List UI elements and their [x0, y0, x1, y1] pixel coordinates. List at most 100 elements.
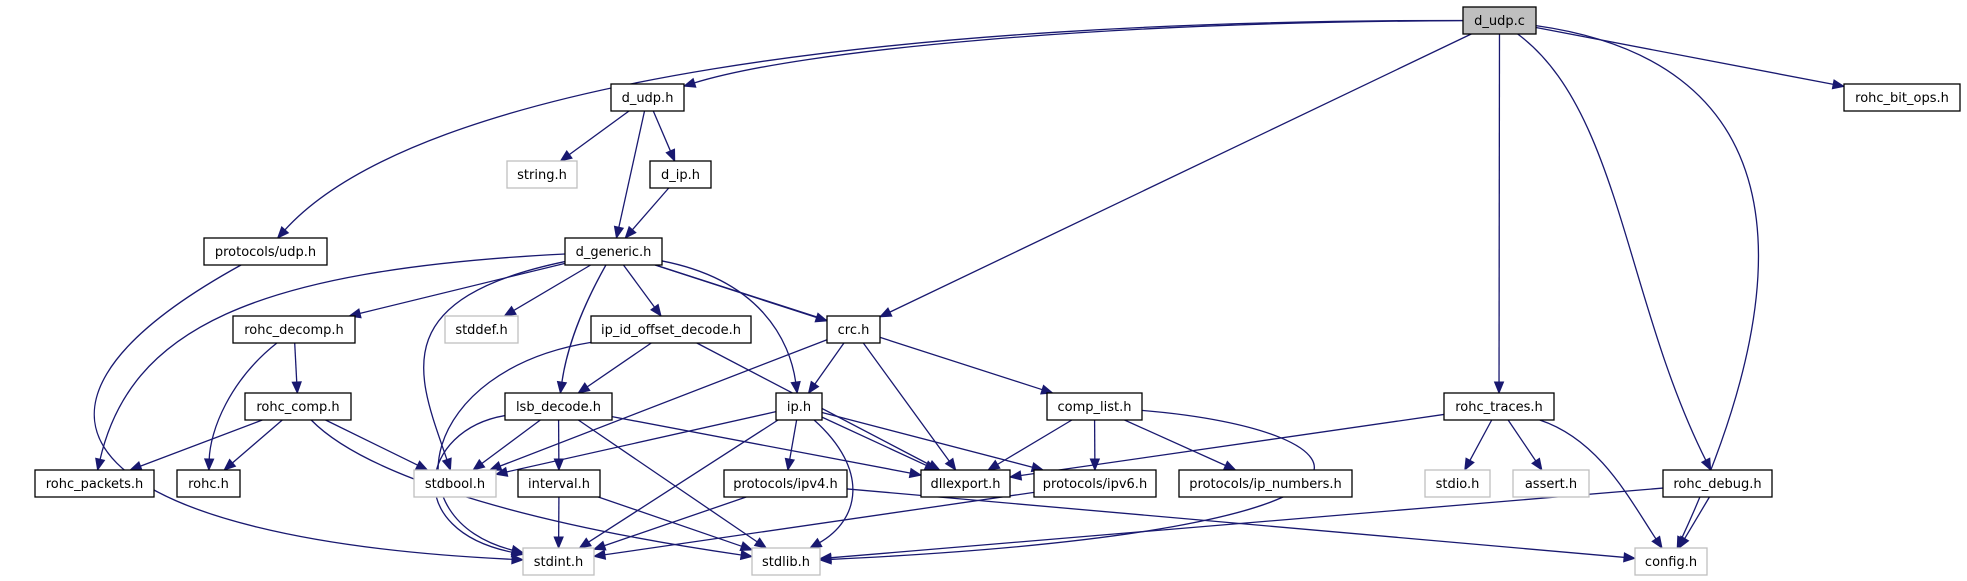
- node-box: [1512, 469, 1590, 498]
- node-rohc-traces-h[interactable]: rohc_traces.h: [1443, 392, 1555, 421]
- node-d-generic-h[interactable]: d_generic.h: [564, 237, 663, 266]
- node-label: d_udp.h: [622, 91, 674, 106]
- node-box: [203, 237, 328, 266]
- node-lsb-decode-h[interactable]: lsb_decode.h: [504, 392, 613, 421]
- arrowhead-icon: [807, 380, 820, 395]
- node-box: [506, 160, 578, 189]
- node-label: protocols/ip_numbers.h: [1189, 477, 1341, 492]
- node-box: [1046, 392, 1143, 421]
- arrowhead-icon: [790, 380, 801, 395]
- node-crc-h[interactable]: crc.h: [826, 315, 881, 344]
- node-rohc-h[interactable]: rohc.h: [176, 469, 241, 498]
- node-protocols-ip-numbers-h[interactable]: protocols/ip_numbers.h: [1178, 469, 1353, 498]
- node-box: [244, 392, 352, 421]
- edge-rohc_decomp_h-to-rohc_comp_h: [291, 342, 302, 395]
- arrowhead-icon: [592, 549, 607, 560]
- node-interval-h[interactable]: interval.h: [517, 469, 601, 498]
- edge-line: [1535, 26, 1835, 86]
- edge-ip_id_offset_decode_h-to-lsb_decode_h: [577, 342, 652, 394]
- node-label: interval.h: [528, 477, 590, 492]
- edge-line: [587, 419, 779, 544]
- arrowhead-icon: [613, 225, 625, 240]
- node-dllexport-h[interactable]: dllexport.h: [920, 469, 1011, 498]
- node-label: stdint.h: [534, 555, 583, 570]
- node-stdio-h: stdio.h: [1424, 469, 1491, 498]
- node-comp-list-h[interactable]: comp_list.h: [1046, 392, 1143, 421]
- arrowhead-icon: [511, 554, 525, 565]
- node-protocols-ipv6-h[interactable]: protocols/ipv6.h: [1033, 469, 1157, 498]
- node-rohc-packets-h[interactable]: rohc_packets.h: [34, 469, 155, 498]
- edge-line: [862, 342, 951, 463]
- node-label: stddef.h: [455, 323, 507, 338]
- edge-line: [1683, 496, 1711, 540]
- arrowhead-icon: [986, 459, 1001, 471]
- node-protocols-ipv4-h[interactable]: protocols/ipv4.h: [723, 469, 848, 498]
- edge-lsb_decode_h-to-interval_h: [553, 419, 565, 472]
- edge-d_generic_h-to-rohc_packets_h: [95, 253, 566, 472]
- edge-rohc_traces_h-to-stdio_h: [1464, 419, 1493, 472]
- node-d-udp-c[interactable]: d_udp.c: [1462, 6, 1537, 35]
- edge-d_udp_c-to-rohc_bit_ops_h: [1535, 26, 1846, 90]
- arrowhead-icon: [784, 457, 796, 472]
- arrowhead-icon: [291, 381, 302, 395]
- edge-comp_list_h-to-protocols_ip_numbers_h: [1124, 419, 1237, 471]
- arrowhead-icon: [739, 549, 754, 561]
- arrowhead-icon: [503, 305, 517, 317]
- node-label: rohc_debug.h: [1673, 477, 1761, 492]
- edge-line: [1468, 419, 1493, 462]
- edge-line: [1507, 419, 1537, 463]
- edge-d_udp_h-to-string_h: [559, 110, 630, 162]
- node-rohc-comp-h[interactable]: rohc_comp.h: [244, 392, 352, 421]
- node-rohc-debug-h[interactable]: rohc_debug.h: [1662, 469, 1773, 498]
- node-label: comp_list.h: [1058, 400, 1132, 415]
- arrowhead-icon: [1831, 79, 1846, 90]
- node-rohc-decomp-h[interactable]: rohc_decomp.h: [232, 315, 356, 344]
- edge-line: [499, 339, 828, 468]
- edge-rohc_debug_h-to-stdlib_h: [818, 487, 1664, 563]
- edge-line: [611, 415, 912, 474]
- edge-rohc_traces_h-to-config_h: [1539, 419, 1663, 550]
- arrowhead-icon: [682, 77, 697, 88]
- node-label: d_udp.c: [1474, 14, 1525, 29]
- edge-line: [618, 110, 646, 229]
- arrowhead-icon: [808, 537, 823, 549]
- edge-comp_list_h-to-dllexport_h: [986, 419, 1073, 471]
- arrowhead-icon: [556, 380, 568, 395]
- edge-ip_h-to-stdlib_h: [808, 419, 854, 549]
- node-rohc-bit-ops-h[interactable]: rohc_bit_ops.h: [1843, 83, 1961, 112]
- node-label: d_generic.h: [576, 245, 652, 260]
- edge-line: [1019, 413, 1445, 477]
- node-label: rohc.h: [188, 477, 229, 492]
- node-config-h: config.h: [1634, 547, 1708, 576]
- node-box: [1424, 469, 1491, 498]
- edge-d_ip_h-to-d_generic_h: [624, 187, 670, 239]
- edge-line: [208, 342, 278, 461]
- node-box: [1843, 83, 1961, 112]
- node-box: [1443, 392, 1555, 421]
- node-label: dllexport.h: [931, 477, 1001, 492]
- edge-d_generic_h-to-ip_h: [661, 260, 801, 395]
- node-label: rohc_decomp.h: [244, 323, 344, 338]
- arrowhead-icon: [578, 537, 592, 549]
- node-protocols-udp-h[interactable]: protocols/udp.h: [203, 237, 328, 266]
- node-label: protocols/ipv6.h: [1043, 477, 1147, 492]
- node-box: [232, 315, 356, 344]
- node-label: stdlib.h: [762, 555, 810, 570]
- arrowhead-icon: [494, 466, 509, 477]
- edge-line: [631, 187, 670, 231]
- arrowhead-icon: [650, 303, 662, 318]
- node-ip-id-offset-decode-h[interactable]: ip_id_offset_decode.h: [590, 315, 752, 344]
- node-d-ip-h[interactable]: d_ip.h: [649, 160, 712, 189]
- node-label: ip.h: [787, 400, 811, 415]
- node-label: rohc_bit_ops.h: [1855, 91, 1949, 106]
- arrowhead-icon: [908, 467, 923, 479]
- node-ip-h[interactable]: ip.h: [775, 392, 823, 421]
- arrowhead-icon: [203, 458, 215, 472]
- edge-lsb_decode_h-to-stdbool_h: [472, 419, 541, 471]
- node-d-udp-h[interactable]: d_udp.h: [610, 83, 685, 112]
- arrowhead-icon: [553, 458, 565, 472]
- node-box: [610, 83, 685, 112]
- arrowhead-icon: [577, 382, 591, 394]
- node-label: string.h: [517, 168, 567, 183]
- edge-line: [480, 419, 541, 465]
